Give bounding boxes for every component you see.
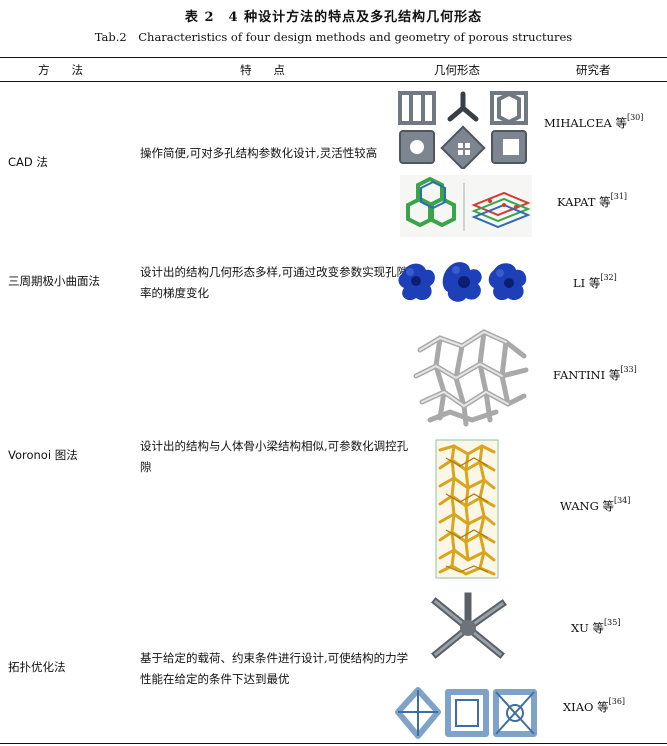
table-bottom-rule: [0, 743, 667, 744]
table-header-rule: [0, 81, 667, 82]
xu-topology-figure: [431, 592, 507, 659]
kapat-lattice-figure: [400, 175, 532, 237]
researcher-fantini: FANTINI 等[33]: [553, 365, 637, 382]
wang-voronoi-figure: [435, 439, 499, 579]
header-method: 方法: [38, 63, 105, 77]
header-feature: 特点: [240, 63, 307, 77]
tpms-surface-figure: [398, 262, 527, 302]
header-researcher: 研究者: [576, 63, 611, 77]
header-geometry: 几何形态: [434, 63, 480, 77]
feature-topology: 基于给定的载荷、约束条件进行设计,可使结构的力学性能在给定的条件下达到最优: [140, 651, 409, 686]
feature-voronoi: 设计出的结构与人体骨小梁结构相似,可参数化调控孔隙: [140, 439, 409, 474]
researcher-mihalcea: MIHALCEA 等[30]: [544, 113, 644, 130]
feature-cad: 操作简便,可对多孔结构参数化设计,灵活性较高: [140, 146, 378, 160]
xiao-topology-figure: [395, 687, 537, 739]
method-voronoi: Voronoi 图法: [8, 448, 78, 462]
researcher-li: LI 等[32]: [573, 273, 617, 290]
table-title-en: Tab.2 Characteristics of four design met…: [94, 30, 573, 44]
method-topology: 拓扑优化法: [8, 660, 66, 674]
fantini-voronoi-figure: [413, 329, 529, 427]
researcher-wang: WANG 等[34]: [560, 496, 631, 513]
table-title-cn: 表 2 4 种设计方法的特点及多孔结构几何形态: [184, 10, 483, 25]
mihalcea-lattice-figure: [398, 91, 528, 169]
researcher-xu: XU 等[35]: [571, 618, 621, 635]
table-top-rule: [0, 57, 667, 58]
researcher-xiao: XIAO 等[36]: [563, 697, 626, 714]
method-cad: CAD 法: [8, 155, 48, 169]
method-tpms: 三周期极小曲面法: [8, 274, 100, 288]
feature-tpms: 设计出的结构几何形态多样,可通过改变参数实现孔隙率的梯度变化: [140, 265, 409, 300]
researcher-kapat: KAPAT 等[31]: [557, 192, 628, 209]
